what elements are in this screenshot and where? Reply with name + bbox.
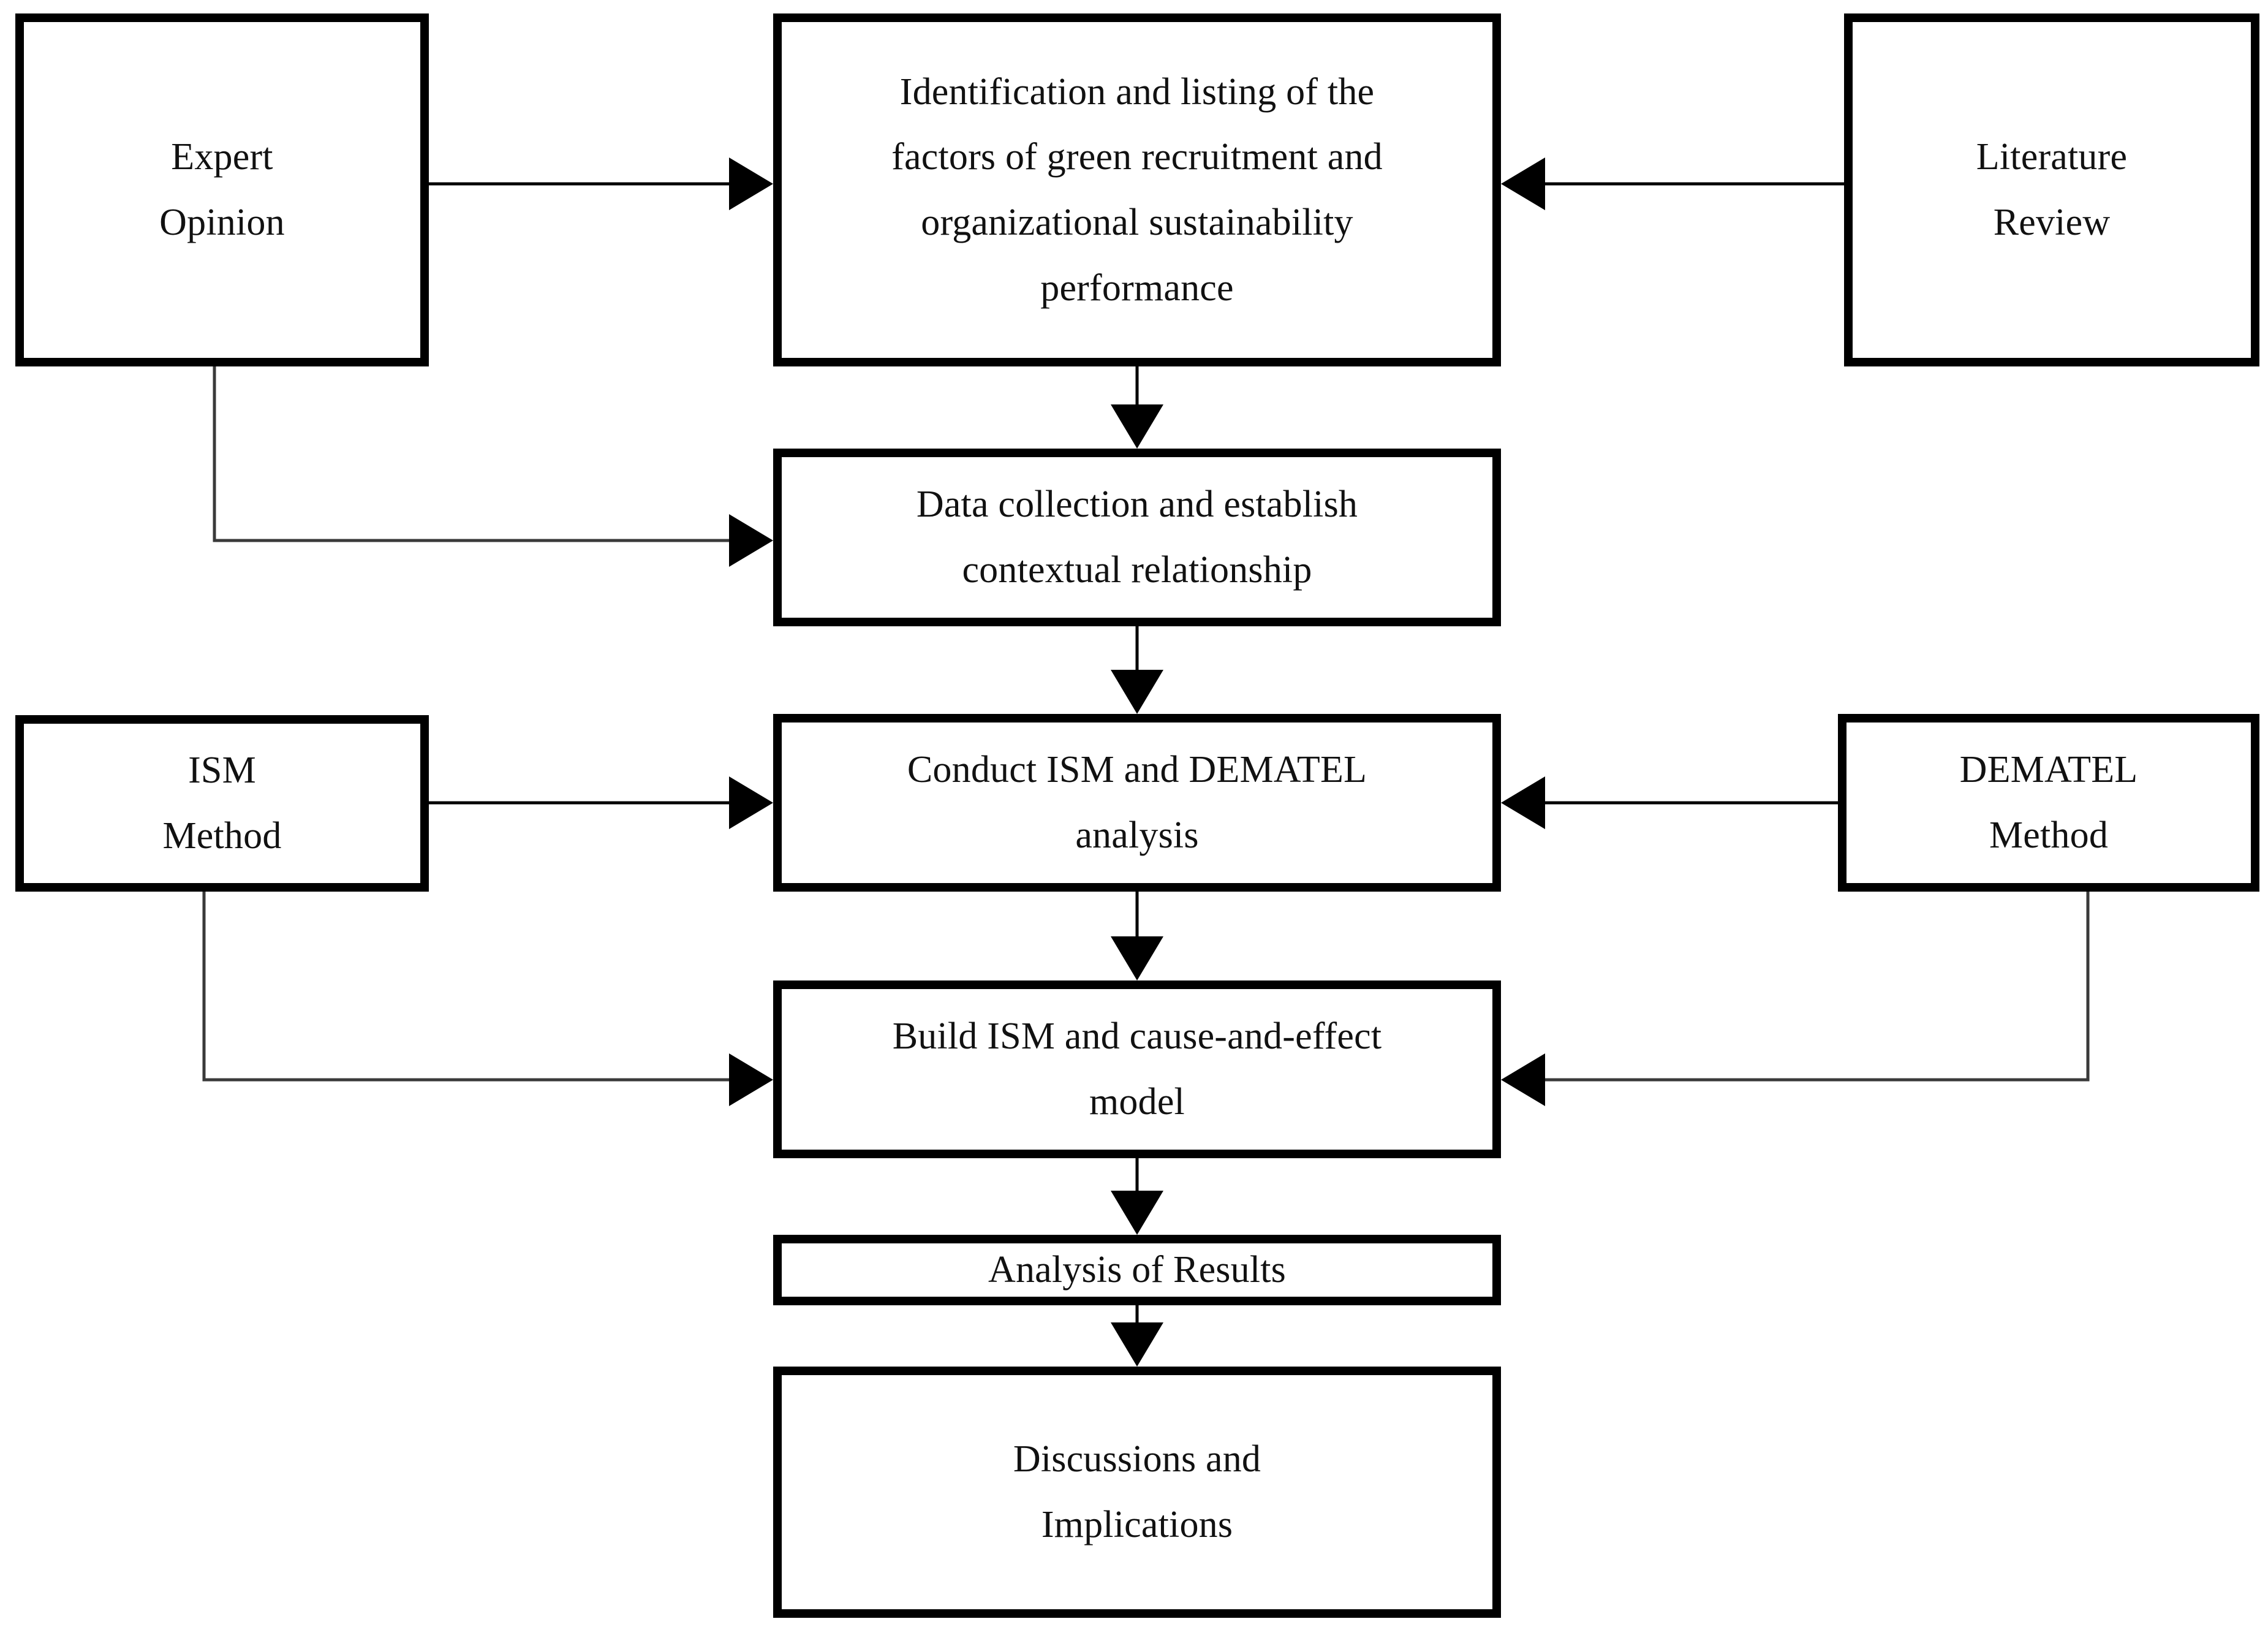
edge-dematel-to-build xyxy=(1501,892,2090,1106)
node-box-data-collection[interactable] xyxy=(773,449,1501,626)
edge-identification-to-data xyxy=(1111,366,1163,449)
edge-ism-to-conduct xyxy=(429,776,773,829)
edge-analysis-to-discussions xyxy=(1111,1305,1163,1367)
edge-expert-to-identification xyxy=(429,157,773,210)
edge-data-to-conduct xyxy=(1111,626,1163,714)
node-box-dematel-method[interactable] xyxy=(1838,714,2259,892)
connectors xyxy=(202,157,2090,1367)
node-box-conduct-analysis[interactable] xyxy=(773,714,1501,892)
edge-conduct-to-build xyxy=(1111,892,1163,980)
edge-dematel-to-conduct xyxy=(1501,776,1838,829)
edge-ism-to-build xyxy=(202,892,773,1106)
node-box-analysis-results[interactable] xyxy=(773,1235,1501,1305)
node-box-identification[interactable] xyxy=(773,13,1501,366)
edge-build-to-analysis xyxy=(1111,1158,1163,1235)
node-box-ism-method[interactable] xyxy=(15,715,429,892)
node-box-build-model[interactable] xyxy=(773,980,1501,1158)
node-boxes xyxy=(15,13,2259,1618)
edge-literature-to-identification xyxy=(1501,157,1844,210)
node-box-expert-opinion[interactable] xyxy=(15,13,429,366)
node-box-literature-review[interactable] xyxy=(1844,13,2259,366)
node-box-discussions[interactable] xyxy=(773,1367,1501,1618)
edge-expert-to-data xyxy=(213,366,773,567)
